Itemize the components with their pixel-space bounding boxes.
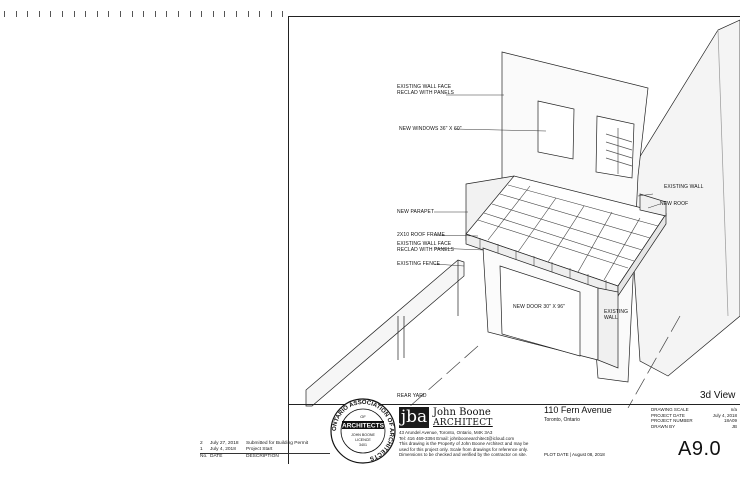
ruler-tick	[166, 11, 168, 17]
ruler-tick	[247, 11, 249, 17]
seal-center-top: OF	[360, 414, 366, 419]
ruler-tick	[27, 11, 29, 17]
ruler-tick	[259, 11, 261, 17]
revision-row: 2 July 27, 2018 Submitted for Building P…	[200, 441, 309, 446]
title-block	[288, 404, 740, 464]
firm-name: John Boone	[433, 407, 491, 418]
ruler-tick	[120, 11, 121, 17]
view-title: 3d View	[700, 390, 736, 401]
label-existing-wall: EXISTING WALL	[664, 184, 704, 190]
label-roof-frame: 2X10 ROOF FRAME	[397, 232, 445, 238]
label-new-windows: NEW WINDOWS 36" X 60"	[399, 126, 462, 132]
sheet-number: A9.0	[678, 438, 722, 460]
label-new-parapet: NEW PARAPET	[397, 209, 435, 215]
label-existing-wall-side: EXISTING WALL	[604, 309, 629, 321]
ruler-tick	[236, 11, 237, 17]
ruler-tick	[4, 11, 5, 17]
seal-center-main: ARCHITECTS	[342, 423, 385, 430]
ruler-tick	[178, 11, 179, 17]
revision-header: No. DATE DESCRIPTION	[200, 453, 330, 460]
ruler-tick	[224, 11, 226, 17]
label-new-roof: NEW ROOF	[660, 201, 689, 207]
ruler-tick	[212, 11, 214, 17]
firm-contact: Tel: 416 469-3394 Email: johnboonearchit…	[399, 435, 515, 441]
label-existing-fence: EXISTING FENCE	[397, 261, 441, 267]
ruler-tick	[38, 11, 40, 17]
revision-row: 1 July 4, 2018 Project Start	[200, 447, 273, 452]
revisions-table: 2 July 27, 2018 Submitted for Building P…	[200, 441, 330, 460]
ruler-tick	[282, 11, 284, 17]
project-title: 110 Fern Avenue	[544, 405, 612, 415]
label-new-door: NEW DOOR 30" X 96"	[513, 304, 566, 310]
ruler-tick	[143, 11, 145, 17]
label-rear-yard: REAR YARD	[397, 393, 427, 399]
project-city: Toronto, Ontario	[544, 417, 580, 423]
ruler-tick	[270, 11, 272, 17]
window-right	[595, 115, 635, 179]
window-left	[537, 100, 575, 160]
ruler-ticks	[0, 11, 290, 21]
seal-name: JOHN BOONE	[351, 433, 375, 437]
label-wall-face-mid: EXISTING WALL FACE RECLAD WITH PANELS	[397, 241, 454, 253]
firm-logo-mark: jba	[399, 407, 429, 428]
ruler-tick	[62, 11, 63, 17]
seal-number: 3401	[359, 443, 367, 447]
new-roof-small	[639, 193, 667, 217]
fence	[305, 259, 465, 407]
ruler-tick	[15, 11, 17, 17]
label-wall-face-top: EXISTING WALL FACE RECLAD WITH PANELS	[397, 84, 454, 96]
sheet-frame	[288, 16, 740, 464]
ruler-tick	[189, 11, 191, 17]
ruler-tick	[73, 11, 75, 17]
ruler-tick	[154, 11, 156, 17]
firm-address: 43 Arundel Avenue, Toronto, Ontario, M4K…	[399, 430, 493, 435]
ruler-tick	[85, 11, 87, 17]
plot-date: PLOT DATE | August 08, 2018	[544, 452, 605, 457]
ruler-tick	[201, 11, 203, 17]
architect-seal: ONTARIO ASSOCIATION OF ARCHITECTS OF ARC…	[330, 398, 396, 464]
door-opening	[499, 265, 581, 357]
firm-title: ARCHITECT	[433, 418, 493, 428]
firm-notice: This drawing is the Property of John Boo…	[399, 441, 529, 458]
ruler-tick	[131, 11, 133, 17]
ruler-tick	[96, 11, 98, 17]
ruler-tick	[50, 11, 52, 17]
ruler-tick	[108, 11, 110, 17]
seal-licence: LICENCE	[355, 438, 371, 442]
3d-drawing	[305, 19, 740, 408]
